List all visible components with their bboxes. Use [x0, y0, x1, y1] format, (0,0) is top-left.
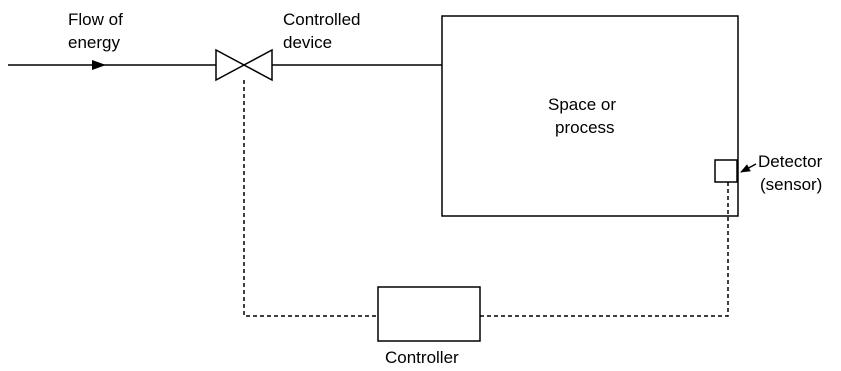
controller-box — [377, 286, 481, 342]
detector-sensor — [714, 159, 738, 183]
space-or-process-box — [441, 15, 739, 217]
device-label-line2: device — [283, 33, 332, 52]
detector-label-line1: Detector — [758, 152, 823, 171]
valve-right-triangle — [242, 48, 273, 82]
device-label-line1: Controlled — [283, 10, 361, 29]
valve-left-triangle — [215, 48, 246, 82]
flow-arrow-icon — [92, 60, 106, 70]
control-signal-line — [243, 80, 378, 317]
detector-label-line2: (sensor) — [760, 175, 822, 194]
sensor-signal-line — [480, 182, 729, 317]
detector-pointer-arrow — [740, 163, 757, 173]
flow-label-line1: Flow of — [68, 10, 123, 29]
space-label-line1: Space or — [548, 95, 616, 114]
space-label-line2: process — [555, 118, 615, 137]
flow-label-line2: energy — [68, 33, 120, 52]
controller-label: Controller — [385, 348, 459, 367]
